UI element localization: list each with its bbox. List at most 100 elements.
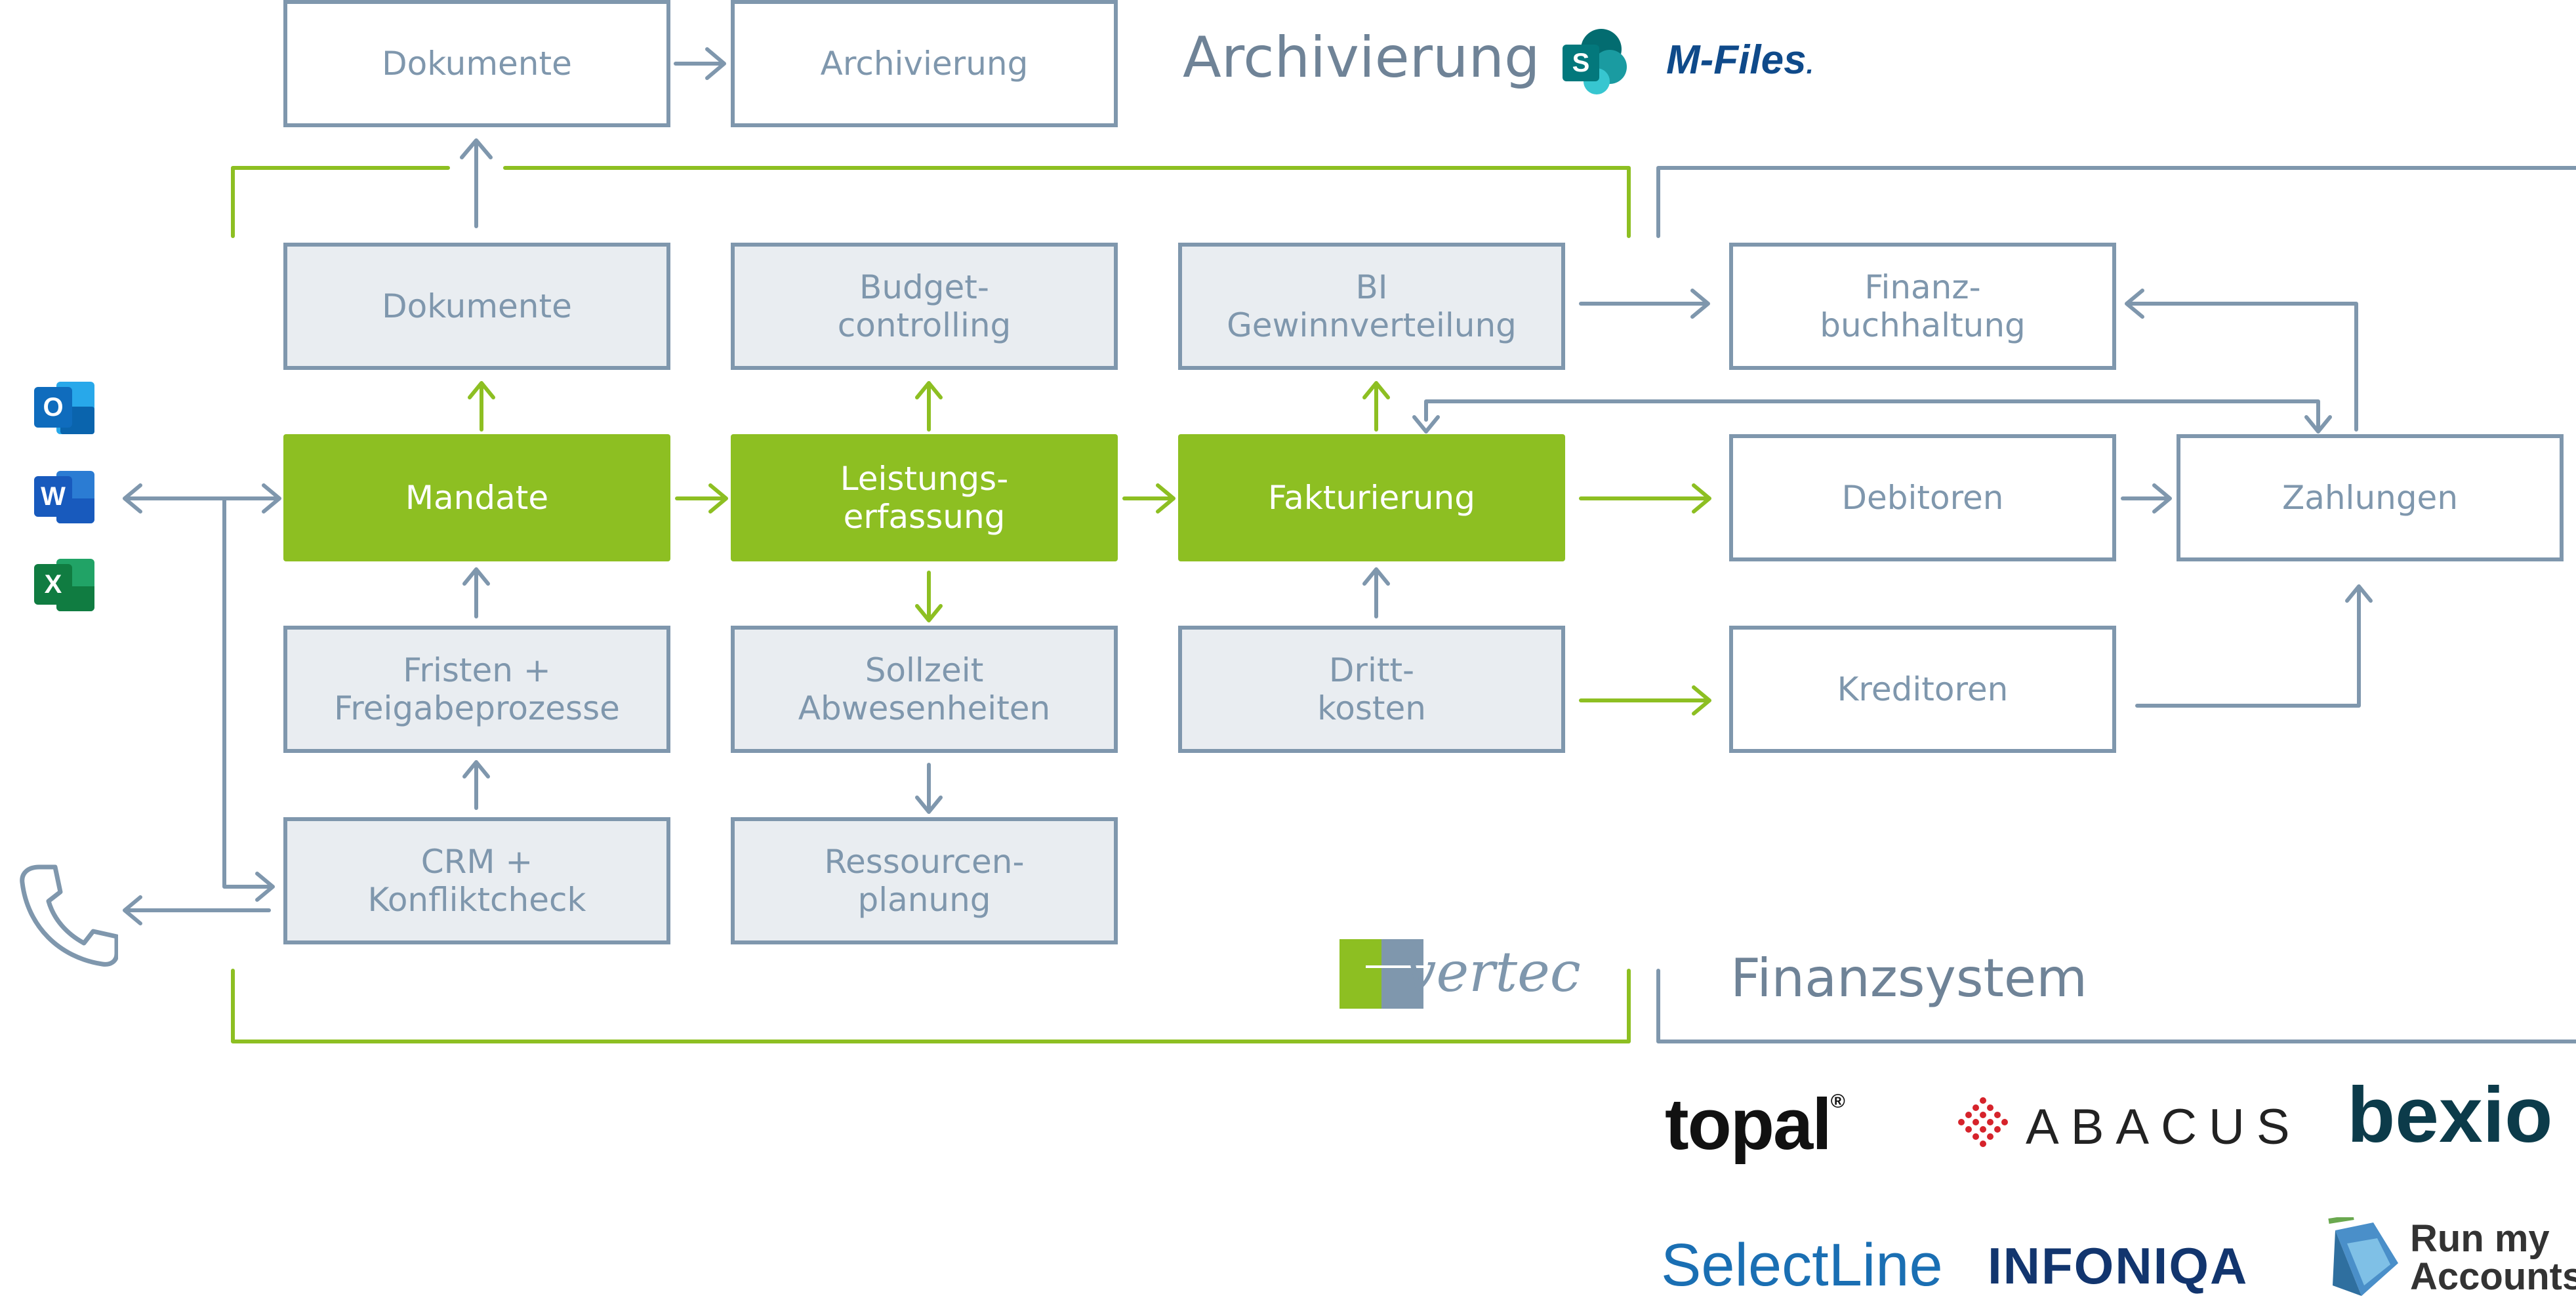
accounting-label-1: Finanz- [1864, 268, 1981, 306]
arrow-crm-to-phone [123, 895, 271, 925]
finance-bracket-bottom [1656, 969, 2576, 1043]
payments-box: Zahlungen [2177, 434, 2564, 561]
runmyaccounts-text-1: Run my [2410, 1217, 2550, 1260]
creditors-label: Kreditoren [1837, 670, 2009, 708]
accounting-box: Finanz- buchhaltung [1729, 243, 2116, 370]
crm-label-1: CRM + [420, 843, 533, 881]
invoicing-box: Fakturierung [1178, 434, 1565, 561]
abacus-diamond-icon [1958, 1097, 2008, 1147]
crm-box: CRM + Konfliktcheck [283, 817, 670, 944]
archive-section-title: Archivierung [1183, 25, 1540, 91]
bi-label-1: BI [1355, 268, 1388, 306]
runmyaccounts-icon [2328, 1217, 2398, 1296]
third-party-box: Dritt- kosten [1178, 626, 1565, 753]
vertec-logo: vertec [1339, 939, 1581, 1009]
vertec-logo-grey-block [1381, 939, 1423, 1009]
documents-box: Dokumente [283, 243, 670, 370]
arrow-service-to-invoicing [1122, 483, 1176, 514]
crm-label-2: Konfliktcheck [367, 881, 586, 919]
accounting-label-2: buchhaltung [1820, 306, 2026, 344]
invoicing-label: Fakturierung [1268, 479, 1475, 517]
arrow-invoicing-to-debtors [1579, 483, 1711, 514]
arrow-invoicing-to-bi [1362, 381, 1390, 432]
finance-bracket-top [1656, 166, 2576, 238]
arrow-office-to-mandate [123, 483, 281, 514]
service-label-1: Leistungs- [840, 460, 1009, 498]
arrow-debtors-to-payments [2121, 483, 2172, 514]
arrow-docs-to-archive [460, 138, 493, 228]
arrow-mandate-to-documents [468, 381, 495, 432]
resources-label-1: Ressourcen- [824, 843, 1025, 881]
mfiles-logo-text: M-Files [1666, 37, 1807, 83]
excel-icon-tile: X [34, 564, 72, 605]
selectline-logo: SelectLine [1661, 1232, 1943, 1299]
payments-label: Zahlungen [2281, 479, 2459, 517]
mfiles-logo-dot: . [1806, 51, 1814, 79]
budget-box: Budget- controlling [731, 243, 1118, 370]
word-icon-tile: W [34, 476, 72, 517]
archive-archiving-label: Archivierung [820, 45, 1029, 83]
arrow-third-to-creditors [1579, 685, 1711, 716]
finance-section-title: Finanzsystem [1730, 948, 2088, 1009]
outlook-icon[interactable]: O [34, 378, 94, 438]
arrow-target-to-resources [915, 763, 943, 814]
deadlines-box: Fristen + Freigabeprozesse [283, 626, 670, 753]
outlook-icon-tile: O [34, 387, 72, 428]
service-box: Leistungs- erfassung [731, 434, 1118, 561]
arrow-third-to-invoicing [1362, 567, 1390, 618]
mfiles-logo: M-Files. [1666, 34, 1814, 91]
third-party-label-2: kosten [1317, 689, 1426, 727]
runmyaccounts-text-2: Accounts [2410, 1255, 2576, 1298]
arrow-bi-to-accounting [1579, 289, 1710, 319]
resources-box: Ressourcen- planung [731, 817, 1118, 944]
arrow-service-to-target [915, 571, 943, 622]
vertec-logo-green-block [1339, 939, 1381, 1009]
arrow-crm-to-deadlines [462, 760, 490, 810]
service-label-2: erfassung [843, 498, 1006, 536]
runmyaccounts-logo: Run my Accounts [2327, 1215, 2576, 1306]
arrow-service-to-budget [915, 381, 943, 432]
target-time-label-1: Sollzeit [865, 651, 984, 689]
third-party-label-1: Dritt- [1328, 651, 1415, 689]
archive-documents-label: Dokumente [382, 45, 572, 83]
arrow-payments-to-invoicing [1412, 399, 2332, 434]
debtors-label: Debitoren [1841, 479, 2004, 517]
arrow-creditors-to-payments [2135, 584, 2373, 708]
arrow-payments-to-accounting [2125, 289, 2358, 432]
vertec-bracket-top-right [503, 166, 1631, 238]
vertec-bracket-top [231, 166, 450, 238]
deadlines-label-1: Fristen + [403, 651, 551, 689]
budget-label-2: controlling [837, 306, 1012, 344]
bexio-logo: bexio [2347, 1071, 2553, 1159]
excel-icon[interactable]: X [34, 555, 94, 615]
archive-archiving-box: Archivierung [731, 0, 1118, 127]
infoniqa-logo: INFONIQA [1988, 1237, 2249, 1295]
debtors-box: Debitoren [1729, 434, 2116, 561]
vertec-logo-line [1366, 965, 1458, 968]
mandate-label: Mandate [405, 479, 549, 517]
arrow-archive [674, 47, 726, 80]
vertec-bracket-bottom [231, 969, 1631, 1043]
topal-logo-mark: ® [1830, 1091, 1845, 1112]
target-time-label-2: Abwesenheiten [798, 689, 1051, 727]
sharepoint-icon: S [1561, 26, 1633, 98]
sharepoint-tile: S [1563, 45, 1599, 81]
mandate-box: Mandate [283, 434, 670, 561]
phone-icon[interactable] [20, 863, 118, 968]
documents-label: Dokumente [382, 287, 572, 325]
deadlines-label-2: Freigabeprozesse [334, 689, 620, 727]
vertec-logo-text: vertec [1405, 940, 1581, 1004]
target-time-box: Sollzeit Abwesenheiten [731, 626, 1118, 753]
arrow-deadlines-to-mandate [462, 567, 490, 618]
resources-label-2: planung [857, 881, 991, 919]
line-office-to-crm [222, 496, 275, 902]
budget-label-1: Budget- [859, 268, 989, 306]
creditors-box: Kreditoren [1729, 626, 2116, 753]
bi-box: BI Gewinnverteilung [1178, 243, 1565, 370]
archive-documents-box: Dokumente [283, 0, 670, 127]
arrow-mandate-to-service [675, 483, 728, 514]
topal-logo: topal® [1665, 1082, 1845, 1167]
word-icon[interactable]: W [34, 467, 94, 527]
abacus-logo-text: ABACUS [2026, 1099, 2302, 1155]
